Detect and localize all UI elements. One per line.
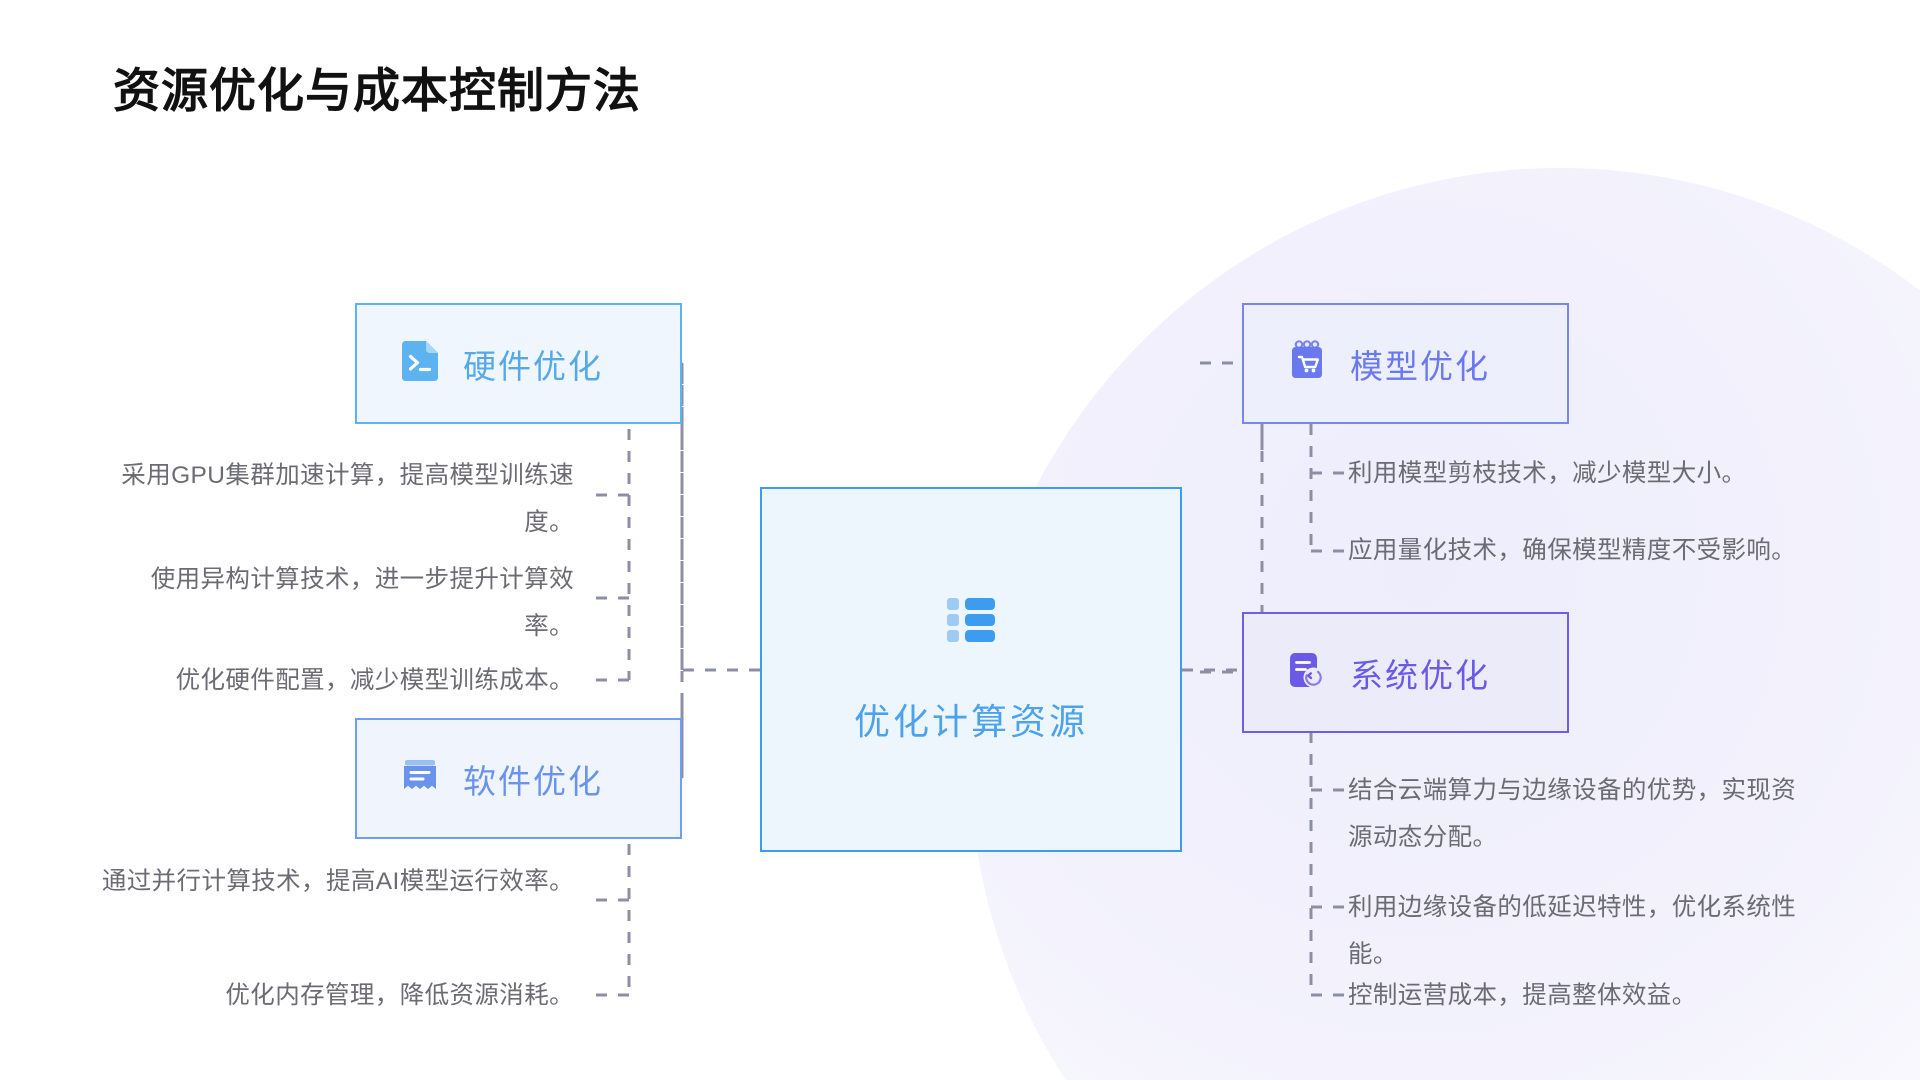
- branch-node-software[interactable]: 软件优化: [355, 718, 682, 839]
- branch-node-software-label: 软件优化: [463, 762, 603, 800]
- center-node-label: 优化计算资源: [853, 701, 1088, 742]
- leaf-model-1: 利用模型剪枝技术，减少模型大小。: [1348, 460, 1747, 487]
- server-refresh-icon: [1286, 649, 1328, 696]
- leaf-model-2: 应用量化技术，确保模型精度不受影响。: [1348, 537, 1797, 564]
- leaf-system-3: 控制运营成本，提高整体效益。: [1348, 982, 1697, 1009]
- branch-node-system[interactable]: 系统优化: [1242, 612, 1569, 733]
- branch-node-model[interactable]: 模型优化: [1242, 303, 1569, 424]
- branch-node-hardware[interactable]: 硬件优化: [355, 303, 682, 424]
- center-node[interactable]: 优化计算资源: [760, 487, 1182, 852]
- page-title: 资源优化与成本控制方法: [113, 64, 641, 117]
- leaf-software-2: 优化内存管理，降低资源消耗。: [225, 982, 574, 1009]
- leaf-hardware-3: 优化硬件配置，减少模型训练成本。: [175, 667, 574, 694]
- branch-node-system-label: 系统优化: [1350, 656, 1490, 694]
- branch-node-hardware-label: 硬件优化: [463, 347, 603, 385]
- list-icon: [945, 594, 997, 651]
- leaf-system-2: 利用边缘设备的低延迟特性，优化系统性能。: [1348, 894, 1797, 968]
- leaf-hardware-1: 采用GPU集群加速计算，提高模型训练速度。: [121, 462, 574, 536]
- leaf-system-1: 结合云端算力与边缘设备的优势，实现资源动态分配。: [1348, 777, 1797, 851]
- calendar-cart-icon: [1286, 340, 1328, 387]
- leaf-hardware-2: 使用异构计算技术，进一步提升计算效率。: [150, 566, 574, 640]
- leaf-software-1: 通过并行计算技术，提高AI模型运行效率。: [101, 868, 574, 895]
- receipt-icon: [399, 755, 441, 802]
- branch-node-model-label: 模型优化: [1350, 347, 1490, 385]
- terminal-icon: [399, 340, 441, 387]
